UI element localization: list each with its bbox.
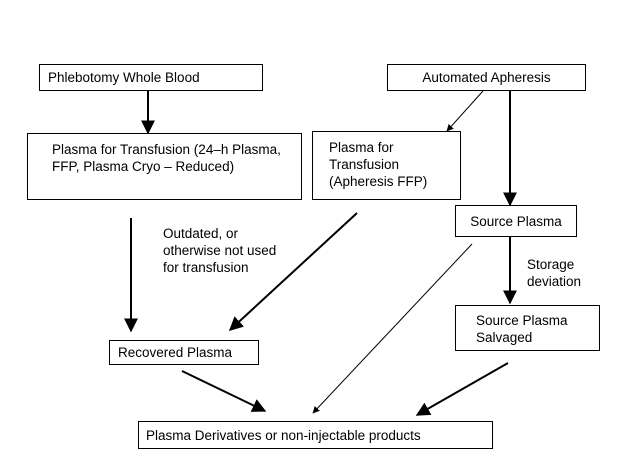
recovered-plasma-label: Recovered Plasma [118,345,233,360]
automated-apheresis-box: Automated Apheresis [387,64,586,91]
source-plasma-salvaged-label: Source Plasma Salvaged [476,313,568,345]
plasma-for-transfusion-apheresis-box: Plasma for Transfusion (Apheresis FFP) [312,131,461,200]
arrow-salvaged-to-derivatives [415,362,509,416]
source-plasma-label: Source Plasma [470,214,562,229]
plasma-derivatives-label: Plasma Derivatives or non-injectable pro… [146,428,421,443]
storage-deviation-annotation: Storage deviation [527,256,597,290]
plasma-derivatives-box: Plasma Derivatives or non-injectable pro… [138,421,493,449]
recovered-plasma-box: Recovered Plasma [109,340,259,365]
plasma-for-transfusion-box: Plasma for Transfusion (24–h Plasma, FFP… [27,133,302,200]
arrow-apheresis-to-plasma-apheresis [446,90,484,132]
arrow-plasma-apheresis-to-recovered [228,212,358,331]
outdated-annotation-text: Outdated, or otherwise not used for tran… [163,226,277,275]
source-plasma-box: Source Plasma [455,205,577,237]
arrow-recovered-to-derivatives [181,370,267,412]
arrow-source-plasma-to-derivatives [312,243,473,414]
storage-deviation-text: Storage deviation [527,257,582,289]
automated-apheresis-label: Automated Apheresis [422,70,551,85]
phlebotomy-whole-blood-box: Phlebotomy Whole Blood [39,64,263,91]
plasma-for-transfusion-label: Plasma for Transfusion (24–h Plasma, FFP… [52,142,281,174]
outdated-annotation: Outdated, or otherwise not used for tran… [163,225,281,276]
source-plasma-salvaged-box: Source Plasma Salvaged [455,305,600,351]
phlebotomy-whole-blood-label: Phlebotomy Whole Blood [48,70,200,85]
plasma-for-transfusion-apheresis-label: Plasma for Transfusion (Apheresis FFP) [329,140,428,189]
